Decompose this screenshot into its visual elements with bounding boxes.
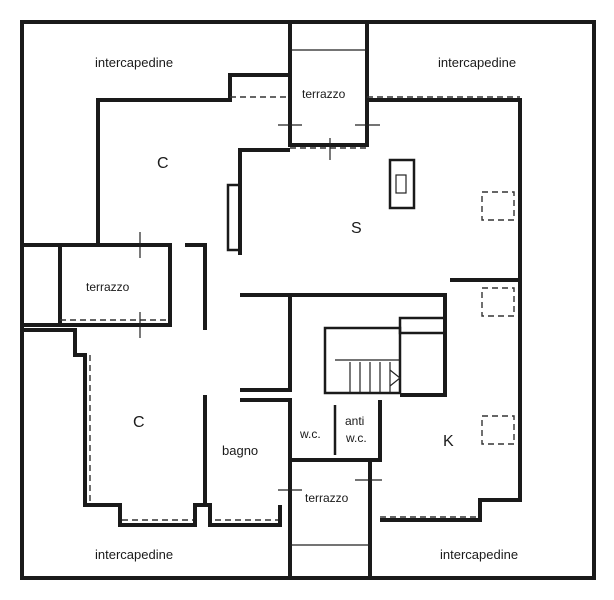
intercapedine-top-right-label: intercapedine <box>438 55 517 70</box>
bagno-bottom-wall <box>205 503 282 527</box>
terrazzo-left-box <box>58 243 172 327</box>
dashed-box-1 <box>481 191 515 221</box>
terrazzo-left-outline <box>20 243 62 327</box>
room-c-top-right-wall <box>185 243 207 330</box>
stair-core-wall <box>240 293 292 392</box>
intercapedine-bottom-right-label: intercapedine <box>440 547 519 562</box>
room-c-top-label: C <box>157 155 169 172</box>
room-k-label: K <box>443 433 454 450</box>
column-s-inner <box>395 174 407 194</box>
anti-label: anti <box>345 414 365 428</box>
room-c-bottom-wall <box>22 328 207 527</box>
terrazzo-top-wall <box>288 22 369 147</box>
room-c-bottom-label: C <box>133 414 145 431</box>
terrazzo-bottom-label: terrazzo <box>305 491 349 505</box>
fireplace <box>226 183 242 252</box>
dashed-box-3 <box>481 415 515 445</box>
column-s <box>388 158 416 210</box>
living-top-wall <box>367 98 522 280</box>
terrazzo-top-label: terrazzo <box>302 87 346 101</box>
stair-arrow <box>389 369 401 387</box>
intercapedine-bottom-left-label: intercapedine <box>95 547 174 562</box>
kitchen-right-wall <box>380 278 522 522</box>
stair-core-wall-2 <box>290 293 447 397</box>
room-c-top-wall <box>96 73 290 245</box>
living-left-wall <box>238 148 290 255</box>
terrazzo-left-label: terrazzo <box>86 280 130 294</box>
bagno-label: bagno <box>222 443 259 458</box>
room-s-label: S <box>351 220 362 237</box>
stair-small-box <box>398 316 447 335</box>
wc-1-label: w.c. <box>300 427 321 441</box>
wc-2-label: w.c. <box>346 431 367 445</box>
intercapedine-top-left-label: intercapedine <box>95 55 174 70</box>
dashed-box-2 <box>481 287 515 317</box>
